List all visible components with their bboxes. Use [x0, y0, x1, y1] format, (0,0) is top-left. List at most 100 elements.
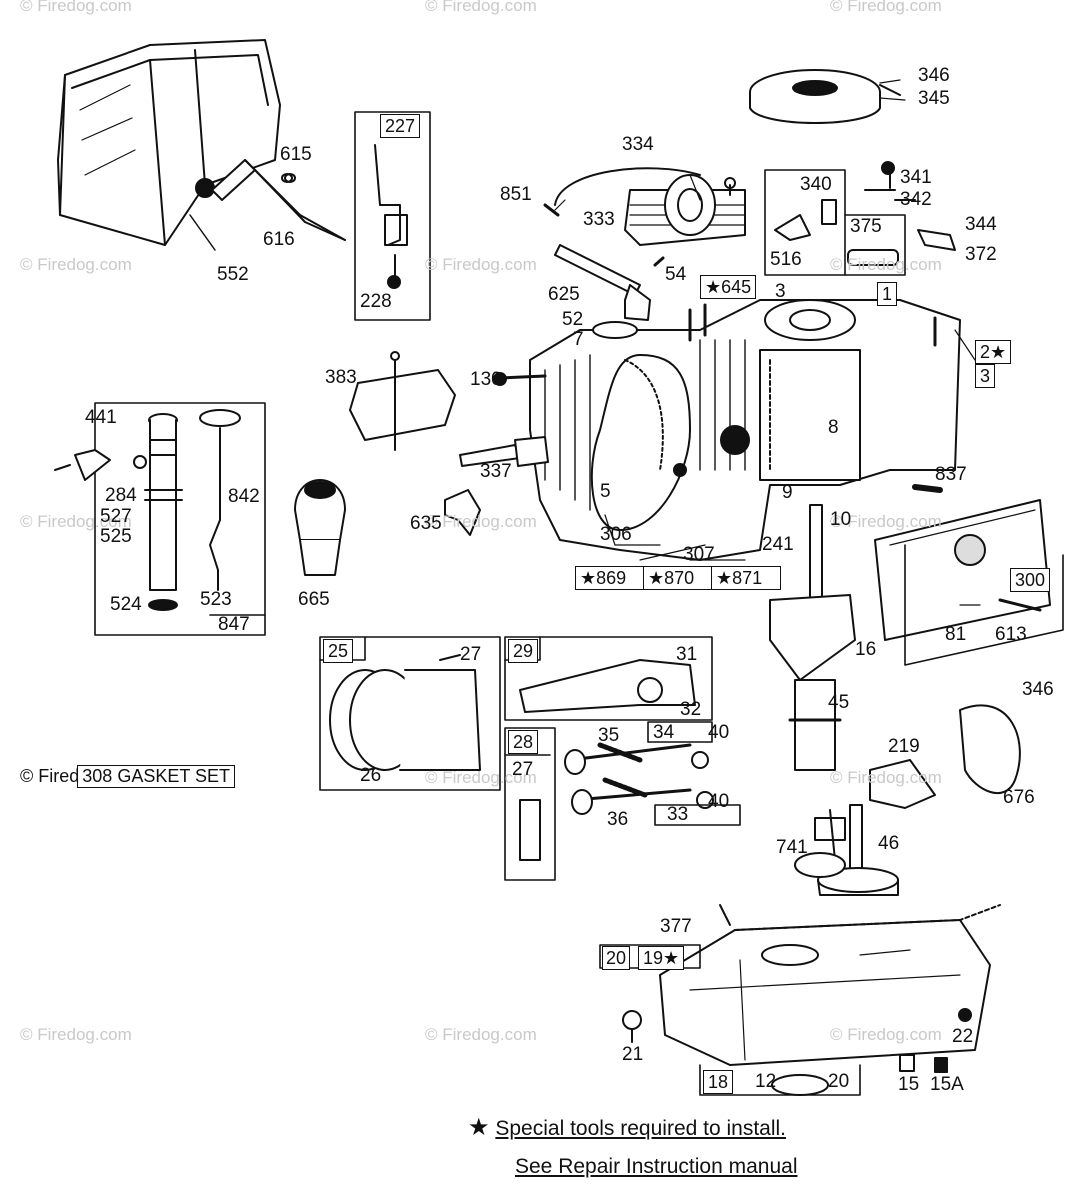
part-label: 8 [828, 417, 839, 438]
part-label: 228 [360, 291, 392, 312]
part-box-label: ★869 [575, 566, 645, 590]
part-label: 12 [755, 1071, 777, 1092]
breather-tube [554, 244, 665, 339]
part-label: 847 [218, 614, 250, 635]
part-label: 284 [105, 485, 137, 506]
part-label: 306 [600, 524, 632, 545]
part-box-label: ★645 [700, 275, 757, 299]
watermark-fragment: © Fired [20, 766, 80, 786]
watermark: © Firedog.com [20, 255, 132, 274]
part-label: 35 [598, 725, 620, 746]
part-label: 15 [898, 1074, 920, 1095]
part-number: 19 [643, 948, 664, 968]
part-label: 334 [622, 134, 654, 155]
piston-pin-panel [504, 727, 556, 881]
part-label: 635 [410, 513, 442, 534]
part-box-label: 28 [508, 730, 539, 754]
part-label: 345 [918, 88, 950, 109]
piston-panel [319, 636, 501, 791]
gasket-set-box: 308 GASKET SET [77, 765, 236, 788]
part-label: 10 [830, 509, 852, 530]
part-label: 615 [280, 144, 312, 165]
part-label: 842 [228, 486, 260, 507]
watermark: © Firedog.com [425, 255, 537, 274]
part-label: 26 [360, 765, 382, 786]
spark-plug [459, 436, 549, 467]
magneto-armature [543, 167, 746, 246]
part-label: 527 [100, 506, 132, 527]
star-icon: ★ [716, 568, 733, 588]
watermark: © Firedog.com [20, 512, 132, 531]
part-box-label: 3 [975, 364, 996, 388]
star-icon: ★ [468, 1114, 490, 1141]
part-box-label: 2★ [975, 340, 1012, 364]
part-label: 516 [770, 249, 802, 270]
part-box-label: ★871 [711, 566, 781, 590]
watermark: © Firedog.com [425, 512, 537, 531]
sump-base [599, 904, 1001, 1096]
part-label: 5 [600, 481, 611, 502]
part-box-label: ★870 [643, 566, 713, 590]
part-box-label: 19★ [638, 946, 685, 970]
part-label: 9 [782, 482, 793, 503]
part-label: 372 [965, 244, 997, 265]
part-label: 27 [460, 644, 482, 665]
watermark: © Firedog.com [830, 255, 942, 274]
part-label: 54 [665, 264, 687, 285]
part-label: 341 [900, 167, 932, 188]
part-label: 36 [607, 809, 629, 830]
part-label: 40 [708, 791, 730, 812]
part-label: 27 [512, 759, 534, 780]
part-label: 665 [298, 589, 330, 610]
part-label: 16 [855, 639, 877, 660]
part-label: 3 [775, 281, 786, 302]
part-label: 21 [622, 1044, 644, 1065]
part-label: 741 [776, 837, 808, 858]
part-box-label: 29 [508, 639, 539, 663]
watermark: © Firedog.com [425, 0, 537, 15]
part-label: 7 [573, 329, 584, 350]
footnote-text: Special tools required to install. [495, 1117, 787, 1140]
watermark: © Firedog.com [830, 512, 942, 531]
footnote-line-1: ★ Special tools required to install. [468, 1113, 786, 1142]
muffler [874, 499, 1064, 666]
part-box-label: 227 [380, 114, 421, 138]
part-label: 523 [200, 589, 232, 610]
part-box-label: 20 [602, 946, 631, 970]
part-label: 441 [85, 407, 117, 428]
part-label: 32 [680, 699, 702, 720]
part-label: 46 [878, 833, 900, 854]
watermark: © Firedog.com [425, 768, 537, 787]
star-icon: ★ [990, 342, 1007, 362]
part-label: 552 [217, 264, 249, 285]
part-label: 52 [562, 309, 584, 330]
watermark: © Firedog.com [20, 0, 132, 15]
part-label: 525 [100, 526, 132, 547]
watermark: © Firedog.com [830, 768, 942, 787]
part-box-label: 25 [323, 639, 354, 663]
footnote-text: See Repair Instruction manual [515, 1155, 798, 1178]
part-number: 645 [721, 277, 752, 297]
part-label: 524 [110, 594, 142, 615]
part-label: 613 [995, 624, 1027, 645]
part-label: 346 [1022, 679, 1054, 700]
part-label: 383 [325, 367, 357, 388]
part-label: 375 [850, 216, 882, 237]
flywheel [749, 69, 901, 124]
part-number: 870 [664, 568, 695, 588]
watermark: © Firedog.com [830, 0, 942, 15]
part-label: 851 [500, 184, 532, 205]
connecting-rod-panel [504, 636, 713, 721]
part-label: 340 [800, 174, 832, 195]
part-label: 31 [676, 644, 698, 665]
watermark: © Firedog.com [830, 1025, 942, 1044]
part-label: 342 [900, 189, 932, 210]
part-label: 625 [548, 284, 580, 305]
part-box-label: 18 [703, 1070, 734, 1094]
part-665 [294, 479, 346, 576]
governor-parts-box [764, 169, 906, 276]
star-icon: ★ [663, 948, 680, 968]
part-label: 346 [918, 65, 950, 86]
part-label: 33 [667, 804, 689, 825]
